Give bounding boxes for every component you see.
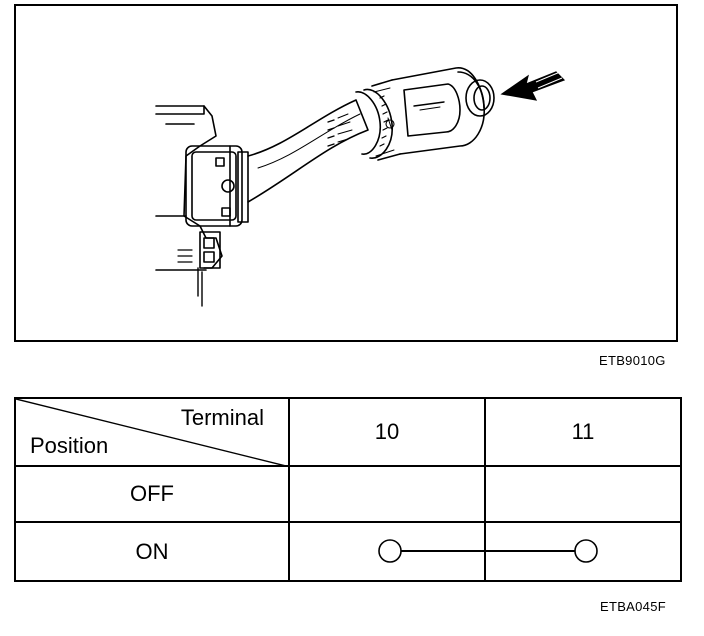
figure-code-top: ETB9010G — [599, 353, 666, 368]
diagonal-divider — [16, 399, 290, 467]
table-row: OFF — [14, 465, 682, 523]
header-terminal-label: Terminal — [180, 405, 264, 430]
connection-table: Terminal Position 10 11 OFF ON — [14, 397, 682, 582]
terminal-table: Terminal Position 10 11 OFF ON — [14, 397, 682, 582]
figure-code-bottom: ETBA045F — [600, 599, 666, 614]
table-cell — [288, 521, 486, 582]
table-header-row: Terminal Position 10 11 — [14, 397, 682, 467]
header-corner-cell: Terminal Position — [14, 397, 290, 467]
table-cell — [484, 465, 682, 523]
multifunction-switch-drawing — [155, 67, 566, 307]
terminal-header: 11 — [484, 397, 682, 467]
position-label: OFF — [14, 465, 290, 523]
header-position-label: Position — [30, 433, 109, 458]
switch-illustration — [14, 4, 678, 342]
table-row: ON — [14, 521, 682, 582]
table-cell — [288, 465, 486, 523]
position-label: ON — [14, 521, 290, 582]
terminal-header: 10 — [288, 397, 486, 467]
table-cell — [484, 521, 682, 582]
